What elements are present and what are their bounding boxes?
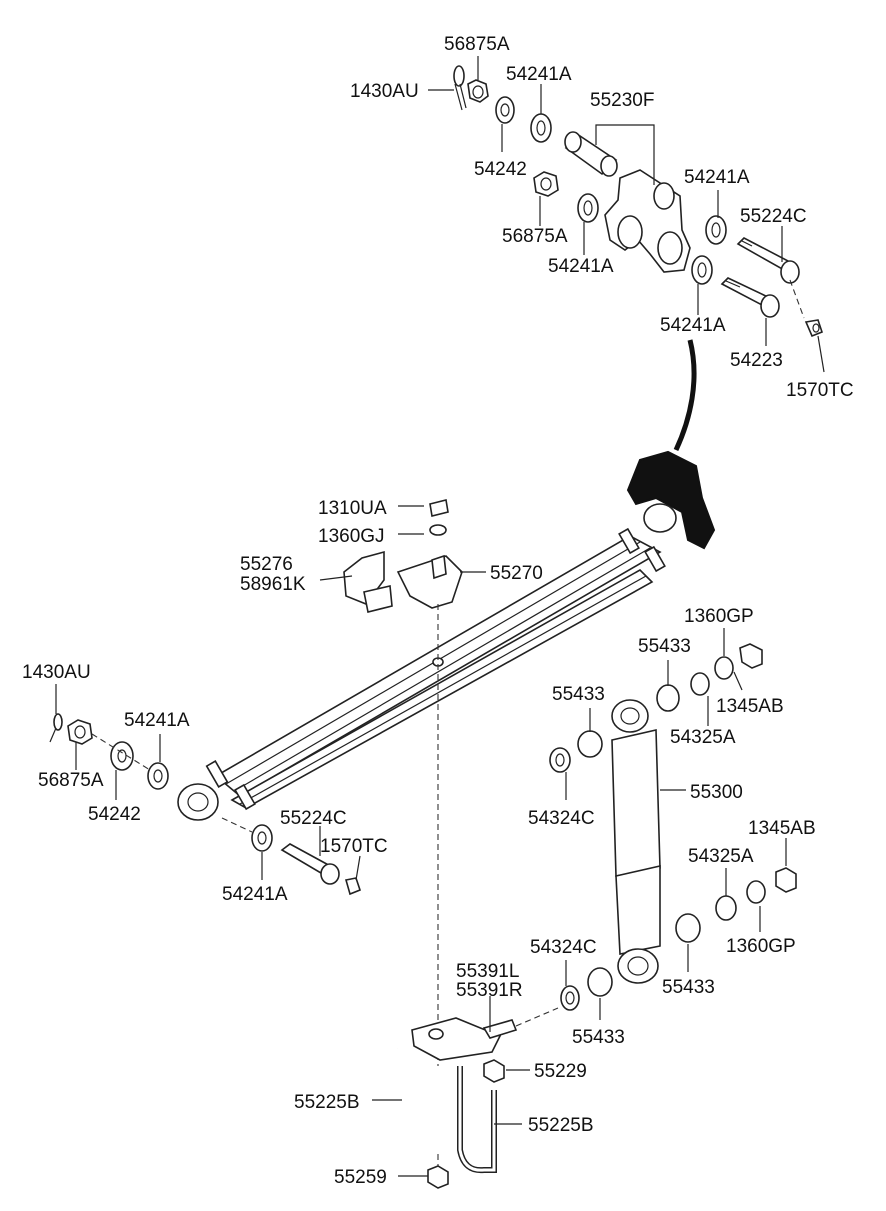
- nut-55259: [427, 1165, 449, 1189]
- part-label: 54223: [730, 350, 783, 371]
- u-bolt-plate: [411, 1007, 559, 1061]
- part-labels: 56875A 1430AU 54241A 55230F 54242 54241A…: [22, 34, 854, 1188]
- part-label: 55433: [638, 636, 691, 657]
- part-label: 1360GP: [726, 936, 796, 957]
- spring-rear-eye: [177, 783, 219, 821]
- part-label: 1310UA: [318, 498, 387, 519]
- cotter-pin-top: [453, 65, 467, 111]
- part-label: 1570TC: [786, 380, 854, 401]
- part-label: 55391R: [456, 980, 523, 1001]
- nut-55229: [483, 1059, 505, 1083]
- shock-hardware-lower: [560, 867, 797, 1011]
- part-label: 1430AU: [22, 662, 91, 683]
- grease-nipple-left: [344, 877, 361, 896]
- part-label: 1345AB: [716, 696, 784, 717]
- part-label: 55225B: [294, 1092, 360, 1113]
- part-label: 54241A: [124, 710, 190, 731]
- part-label: 55229: [534, 1061, 587, 1082]
- shackle-mount-black: [626, 450, 716, 550]
- part-label: 1360GP: [684, 606, 754, 627]
- shackle-assembly: [453, 65, 823, 338]
- part-label: 1360GJ: [318, 526, 385, 547]
- bracket-55276: [343, 550, 393, 613]
- washer-54241a-right: [705, 215, 727, 245]
- part-label: 56875A: [502, 226, 568, 247]
- part-label: 55433: [662, 977, 715, 998]
- part-label: 55300: [690, 782, 743, 803]
- castle-nut-left: [67, 719, 93, 745]
- part-label: 54241A: [660, 315, 726, 336]
- part-label: 54241A: [684, 167, 750, 188]
- part-label: 58961K: [240, 574, 306, 595]
- part-label: 55224C: [280, 808, 347, 829]
- castle-nut-top: [467, 79, 489, 103]
- part-label: 56875A: [444, 34, 510, 55]
- alignment-line-shackle: [789, 279, 805, 319]
- part-label: 55433: [572, 1027, 625, 1048]
- part-label: 54242: [88, 804, 141, 825]
- cotter-pin-left: [49, 713, 63, 743]
- washer-54242-top: [495, 96, 515, 124]
- part-label: 56875A: [38, 770, 104, 791]
- part-label: 54241A: [506, 64, 572, 85]
- part-label: 1430AU: [350, 81, 419, 102]
- part-label: 54324C: [528, 808, 595, 829]
- shackle-body: [604, 169, 691, 273]
- shackle-sleeve: [564, 131, 618, 177]
- shock-hardware-upper: [549, 643, 763, 773]
- part-label: 55225B: [528, 1115, 594, 1136]
- washer-54241a-mid: [577, 193, 599, 223]
- part-label: 1570TC: [320, 836, 388, 857]
- bolt-54223: [720, 277, 780, 318]
- part-label: 55276: [240, 554, 293, 575]
- u-bolt-right: [457, 1066, 497, 1174]
- part-label: 54325A: [688, 846, 754, 867]
- bolt-55224c-left: [280, 843, 340, 885]
- part-label: 55391L: [456, 961, 519, 982]
- bolt-55224c: [736, 237, 800, 284]
- shock-absorber: [611, 699, 661, 984]
- washer-54241a-left: [147, 762, 169, 790]
- grease-nipple-top: [804, 319, 823, 338]
- washer-54241a-lower: [691, 255, 713, 285]
- assembly-arrow: [673, 339, 697, 452]
- washer-54241a-lower-left: [251, 824, 273, 852]
- part-label: 54241A: [222, 884, 288, 905]
- u-bolt-left: [396, 1047, 440, 1152]
- part-label: 55433: [552, 684, 605, 705]
- rear-eye-hardware: [49, 713, 361, 896]
- part-label: 55259: [334, 1167, 387, 1188]
- nut-56875a-mid: [533, 171, 559, 197]
- part-label: 54241A: [548, 256, 614, 277]
- part-label: 55270: [490, 563, 543, 584]
- spring-front-eye: [643, 503, 677, 533]
- part-label: 55224C: [740, 206, 807, 227]
- part-label: 54242: [474, 159, 527, 180]
- part-label: 54325A: [670, 727, 736, 748]
- washer-54241a-top: [530, 113, 552, 143]
- bump-stopper: [396, 499, 463, 609]
- part-label: 55230F: [590, 90, 654, 111]
- washer-54242-left: [110, 741, 134, 771]
- part-label: 54324C: [530, 937, 597, 958]
- leader-lines: [55, 56, 825, 1177]
- part-label: 1345AB: [748, 818, 816, 839]
